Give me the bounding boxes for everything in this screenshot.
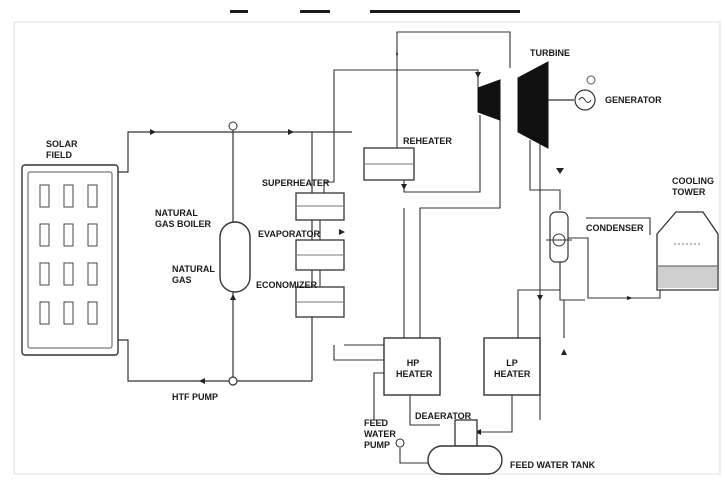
solar-field [21,164,119,356]
evaporator [295,239,345,271]
label-cooling-tower: COOLING TOWER [672,176,714,197]
label-natural-gas: NATURAL GAS [172,264,215,285]
reheater [363,147,415,181]
line-arrows [339,49,633,435]
generator-icon [574,75,596,111]
label-feed-water-tank: FEED WATER TANK [510,460,596,470]
label-turbine: TURBINE [530,48,570,58]
condenser [546,211,572,263]
hp-turbine [477,79,501,121]
hp-heater [383,337,441,396]
label-superheater: SUPERHEATER [262,178,330,188]
valve-icon [228,121,238,134]
label-hp-heater: HP HEATER [396,358,433,379]
lp-turbine [517,61,549,149]
header-fragment-left [230,0,248,13]
economizer [295,286,345,318]
natural-gas-boiler [219,221,251,293]
label-solar-field: SOLAR FIELD [46,139,78,160]
htf-pump [228,376,238,386]
lp-heater [483,337,541,396]
label-lp-heater: LP HEATER [494,358,531,379]
label-deaerator: DEAERATOR [415,411,472,421]
cooling-tower [656,211,719,291]
label-economizer: ECONOMIZER [256,280,318,290]
label-htf-pump: HTF PUMP [172,392,218,402]
label-condenser: CONDENSER [586,223,644,233]
label-reheater: REHEATER [403,136,452,146]
deaerator [454,419,478,447]
header-fragment-right [370,0,520,13]
label-feed-water-pump: FEED WATER PUMP [364,418,396,450]
label-generator: GENERATOR [605,95,662,105]
feed-water-tank [427,445,503,475]
label-natural-gas-boiler: NATURAL GAS BOILER [155,208,212,229]
superheater [295,192,345,221]
htf-loop [118,131,352,382]
header-fragment-mid [300,0,330,13]
feed-water-pump [395,438,405,448]
label-evaporator: EVAPORATOR [258,229,321,239]
